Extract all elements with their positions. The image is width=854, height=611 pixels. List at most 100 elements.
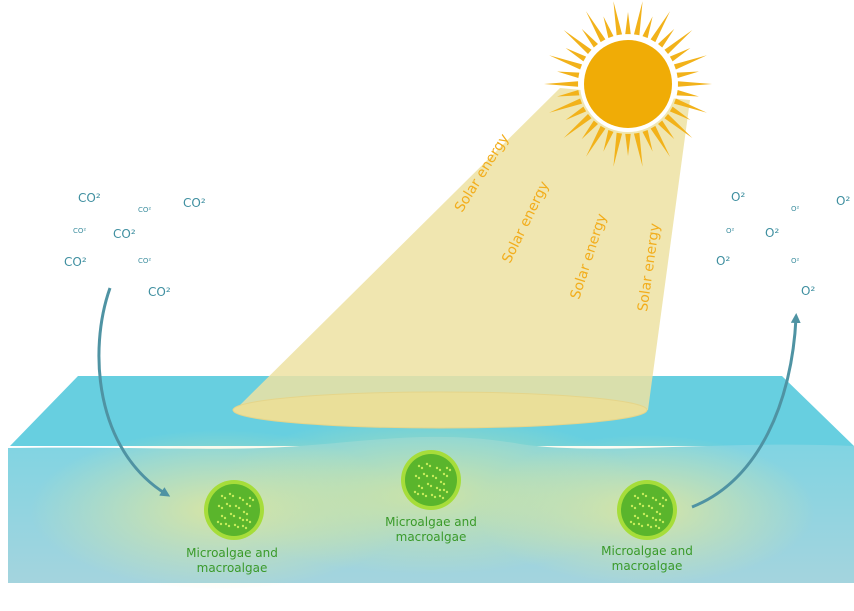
- algae-dot: [216, 520, 220, 524]
- algae-dot: [223, 496, 227, 500]
- algae-dot: [220, 514, 224, 518]
- o2-label: O²: [765, 226, 779, 240]
- algae-dot: [248, 496, 252, 500]
- algae-dot: [651, 516, 655, 520]
- algae-dot: [658, 502, 662, 506]
- sun-ray: [557, 89, 580, 97]
- algae-dot: [658, 512, 662, 516]
- algae-dot: [442, 488, 446, 492]
- algae-dot: [435, 486, 439, 490]
- algae-dot: [439, 480, 443, 484]
- algae-dot: [242, 510, 246, 514]
- curved-arrow-icon: [691, 313, 801, 509]
- algae-dot: [228, 492, 232, 496]
- algae-dot: [417, 464, 421, 468]
- algae-dot: [428, 464, 432, 468]
- co2-label: CO²: [148, 285, 171, 299]
- sun-ray: [642, 129, 653, 152]
- algae-cell-icon: [617, 480, 677, 540]
- algae-dot: [425, 474, 429, 478]
- sun-ray: [673, 98, 707, 113]
- algae-label-line1: Microalgae and: [186, 546, 278, 560]
- sun-ray: [581, 120, 599, 140]
- co2-label: CO²: [183, 196, 206, 210]
- algae-dot: [429, 484, 433, 488]
- o2-label: O²: [836, 194, 850, 208]
- algae-dot: [227, 524, 231, 528]
- algae-dot: [629, 520, 633, 524]
- sun-ray: [676, 71, 699, 79]
- algae-dot: [421, 492, 425, 496]
- algae-dot: [633, 514, 637, 518]
- co2-label: CO²: [73, 227, 86, 235]
- algae-dot: [433, 495, 437, 499]
- algae-label-line1: Microalgae and: [601, 544, 693, 558]
- algae-dot: [248, 520, 252, 524]
- sun-ray: [565, 48, 587, 62]
- algae-dot: [238, 516, 242, 520]
- algae-dot: [426, 482, 430, 486]
- sun-ray: [581, 28, 599, 48]
- algae-dot: [636, 496, 640, 500]
- co2-label: CO²: [138, 257, 151, 265]
- algae-dot: [245, 502, 249, 506]
- algae-cell-icon: [401, 450, 461, 510]
- sun-ray: [549, 55, 583, 70]
- algae-dot: [645, 514, 649, 518]
- algae-dot: [651, 496, 655, 500]
- algae-dot: [434, 476, 438, 480]
- co2-label: CO²: [138, 206, 151, 214]
- algae-dot: [245, 518, 249, 522]
- sun-ray: [557, 71, 580, 79]
- sun-ray: [563, 113, 592, 138]
- o2-label: O²: [726, 227, 735, 235]
- sun-ray: [625, 133, 631, 156]
- algae-dot: [646, 523, 650, 527]
- sun-ray: [563, 30, 592, 55]
- algae-dot: [654, 498, 658, 502]
- algae-dot: [441, 496, 445, 500]
- algae-dot: [424, 494, 428, 498]
- algae-dot: [244, 526, 248, 530]
- algae-dot: [636, 516, 640, 520]
- sun-ray: [676, 89, 699, 97]
- algae-dot: [641, 504, 645, 508]
- algae-dot: [413, 490, 417, 494]
- sun-ray: [565, 106, 587, 120]
- algae-dot: [650, 506, 654, 510]
- sun-ray: [625, 12, 631, 35]
- sun-ray: [544, 81, 579, 87]
- algae-dot: [425, 462, 429, 466]
- algae-dot: [642, 512, 646, 516]
- algae-dot: [647, 504, 651, 508]
- curved-arrow-icon: [97, 287, 171, 497]
- algae-dot: [638, 502, 642, 506]
- algae-dot: [438, 488, 442, 492]
- algae-dot: [445, 490, 449, 494]
- algae-dot: [661, 504, 665, 508]
- algae-dot: [237, 506, 241, 510]
- algae-dot: [220, 494, 224, 498]
- algae-dot: [251, 498, 255, 502]
- algae-dot: [241, 498, 245, 502]
- algae-dot: [633, 494, 637, 498]
- o2-label: O²: [716, 254, 730, 268]
- algae-dot: [416, 492, 420, 496]
- algae-dot: [220, 506, 224, 510]
- sun-ray: [664, 113, 693, 138]
- sun-ray: [603, 16, 614, 39]
- algae-dot: [658, 518, 662, 522]
- algae-dot: [655, 510, 659, 514]
- algae-dot: [225, 502, 229, 506]
- algae-dot: [414, 474, 418, 478]
- algae-dot: [438, 494, 442, 498]
- algae-dot: [417, 484, 421, 488]
- algae-dot: [633, 506, 637, 510]
- algae-dot: [229, 512, 233, 516]
- algae-dot: [649, 525, 653, 529]
- co2-cluster: CO² CO² CO² CO² CO² CO² CO² CO²: [64, 191, 206, 299]
- algae-dot: [228, 504, 232, 508]
- sun-ray: [650, 125, 670, 157]
- sun-ray: [673, 55, 707, 70]
- algae-dot: [640, 524, 644, 528]
